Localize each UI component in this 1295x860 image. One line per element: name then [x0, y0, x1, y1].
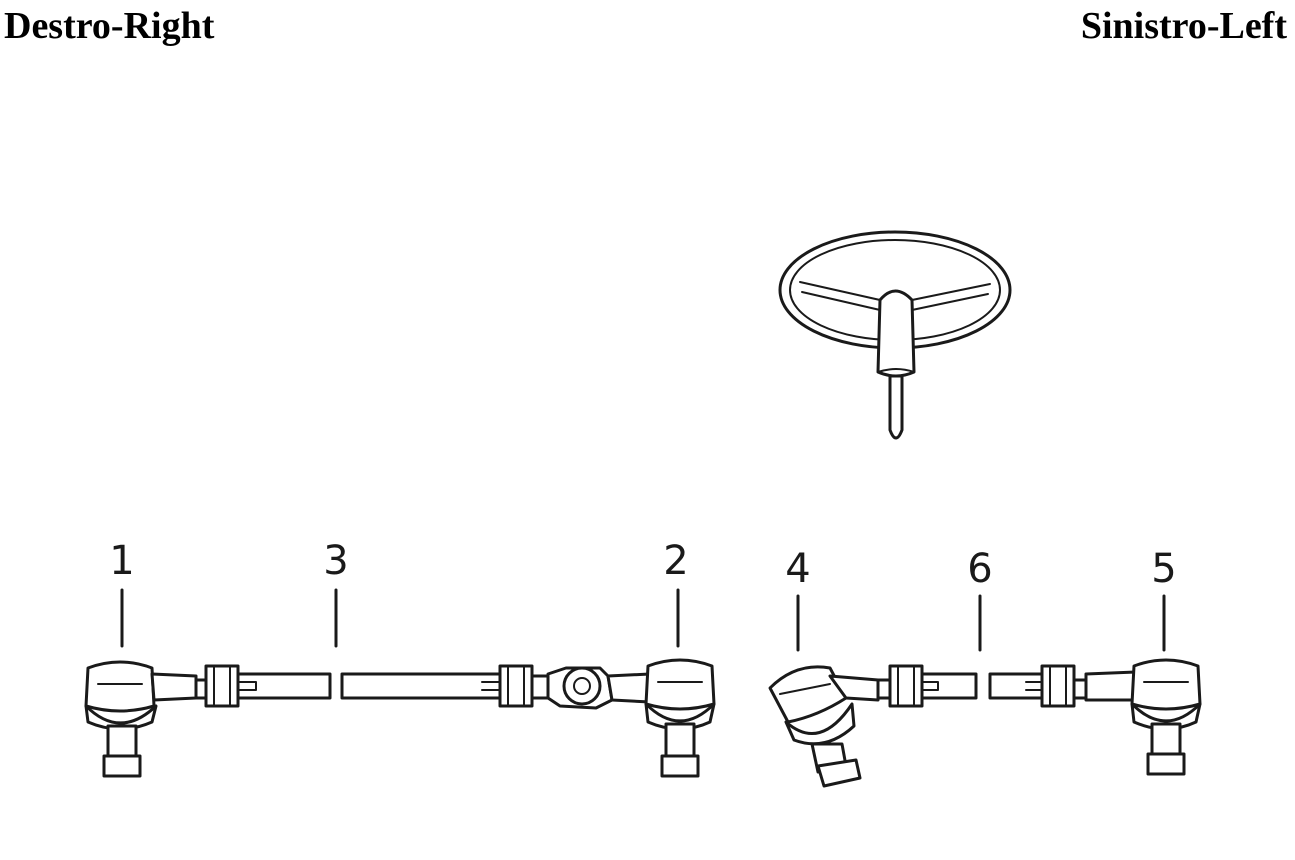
- right-tie-rod-end-1: [84, 660, 198, 778]
- right-tie-rod-end-2: [546, 658, 716, 778]
- callout-1: 1: [109, 538, 134, 584]
- left-tie-rod-end-4: [768, 665, 880, 788]
- callout-leaders: [120, 588, 1166, 652]
- callout-2: 2: [663, 538, 688, 584]
- callout-6: 6: [967, 546, 992, 592]
- callout-5: 5: [1151, 546, 1176, 592]
- callout-4: 4: [785, 546, 810, 592]
- left-tie-rod-end-5: [1084, 658, 1202, 776]
- left-tie-rod-6: [876, 664, 1088, 708]
- sinistro-left-label: Sinistro-Left: [1080, 5, 1287, 47]
- callout-3: 3: [323, 538, 348, 584]
- destro-right-label: Destro-Right: [4, 5, 215, 47]
- right-tie-rod-3: [194, 664, 550, 708]
- steering-wheel: [778, 230, 1012, 440]
